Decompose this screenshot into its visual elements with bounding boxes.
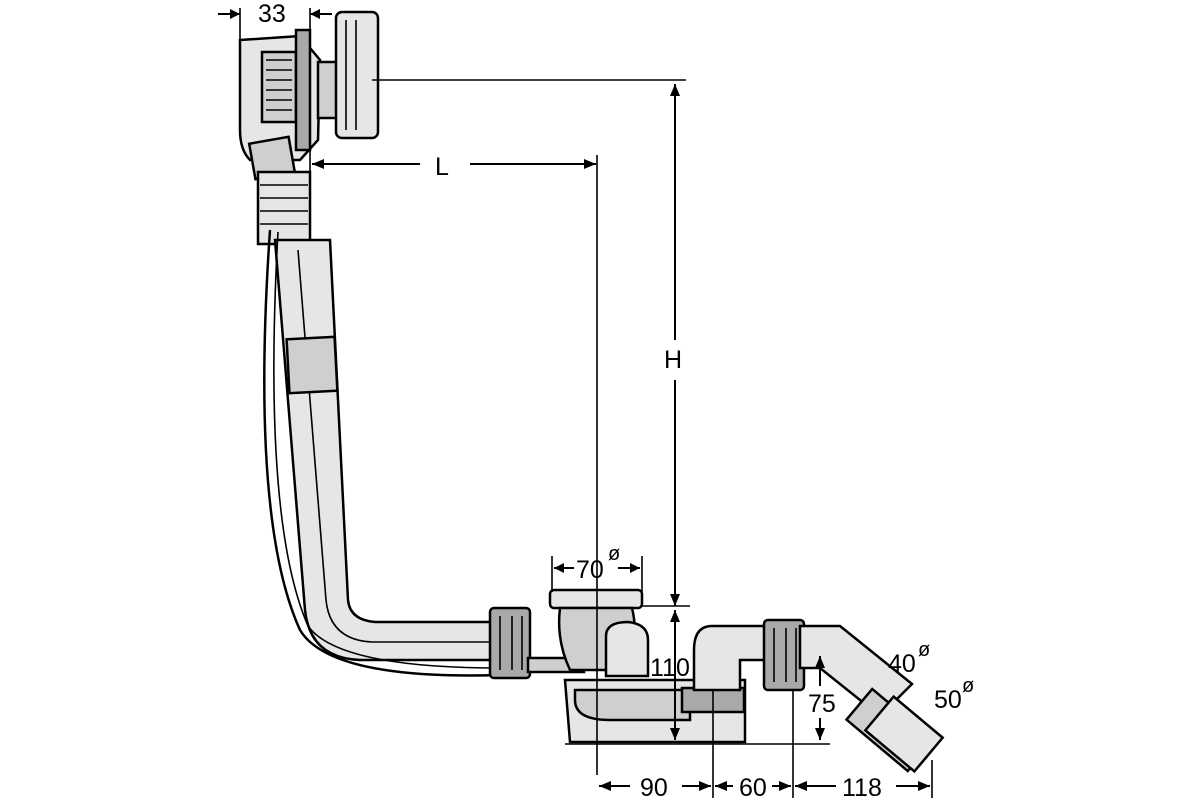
dim-118: 118	[842, 774, 882, 800]
dim-75: 75	[808, 690, 836, 718]
overflow-flange	[294, 28, 312, 152]
outlet-elbow	[692, 624, 772, 692]
valve-cap	[604, 620, 650, 678]
dim-50-diameter: ø	[962, 675, 974, 697]
dim-50: 50	[934, 686, 962, 714]
dimension-labels: 33 L H 70 ø 110 75 40 ø 50 ø 90 60 118	[258, 0, 974, 800]
dim-40-diameter: ø	[918, 639, 930, 661]
dimension-lines	[218, 8, 933, 798]
pipe-clamp	[285, 335, 339, 395]
dim-60: 60	[739, 774, 767, 800]
dim-110: 110	[650, 654, 690, 682]
overflow-head	[238, 10, 380, 246]
dim-height-h: H	[664, 346, 682, 374]
bowden-cable	[263, 229, 501, 677]
overflow-pipe	[263, 229, 501, 677]
dim-70-diameter: ø	[608, 543, 620, 565]
drain-assembly	[488, 588, 945, 774]
dim-33: 33	[258, 0, 286, 28]
dim-90: 90	[640, 774, 668, 800]
union-nut-right	[762, 618, 806, 692]
cable-sleeve	[256, 170, 312, 246]
dim-70: 70	[576, 556, 604, 584]
union-nut-left	[488, 606, 532, 680]
overflow-cover	[334, 10, 380, 140]
dim-40: 40	[888, 650, 916, 678]
outlet-sleeve	[863, 694, 945, 774]
dim-length-l: L	[435, 153, 449, 181]
drain-plug-top	[548, 588, 644, 610]
overflow-grille	[260, 50, 298, 124]
